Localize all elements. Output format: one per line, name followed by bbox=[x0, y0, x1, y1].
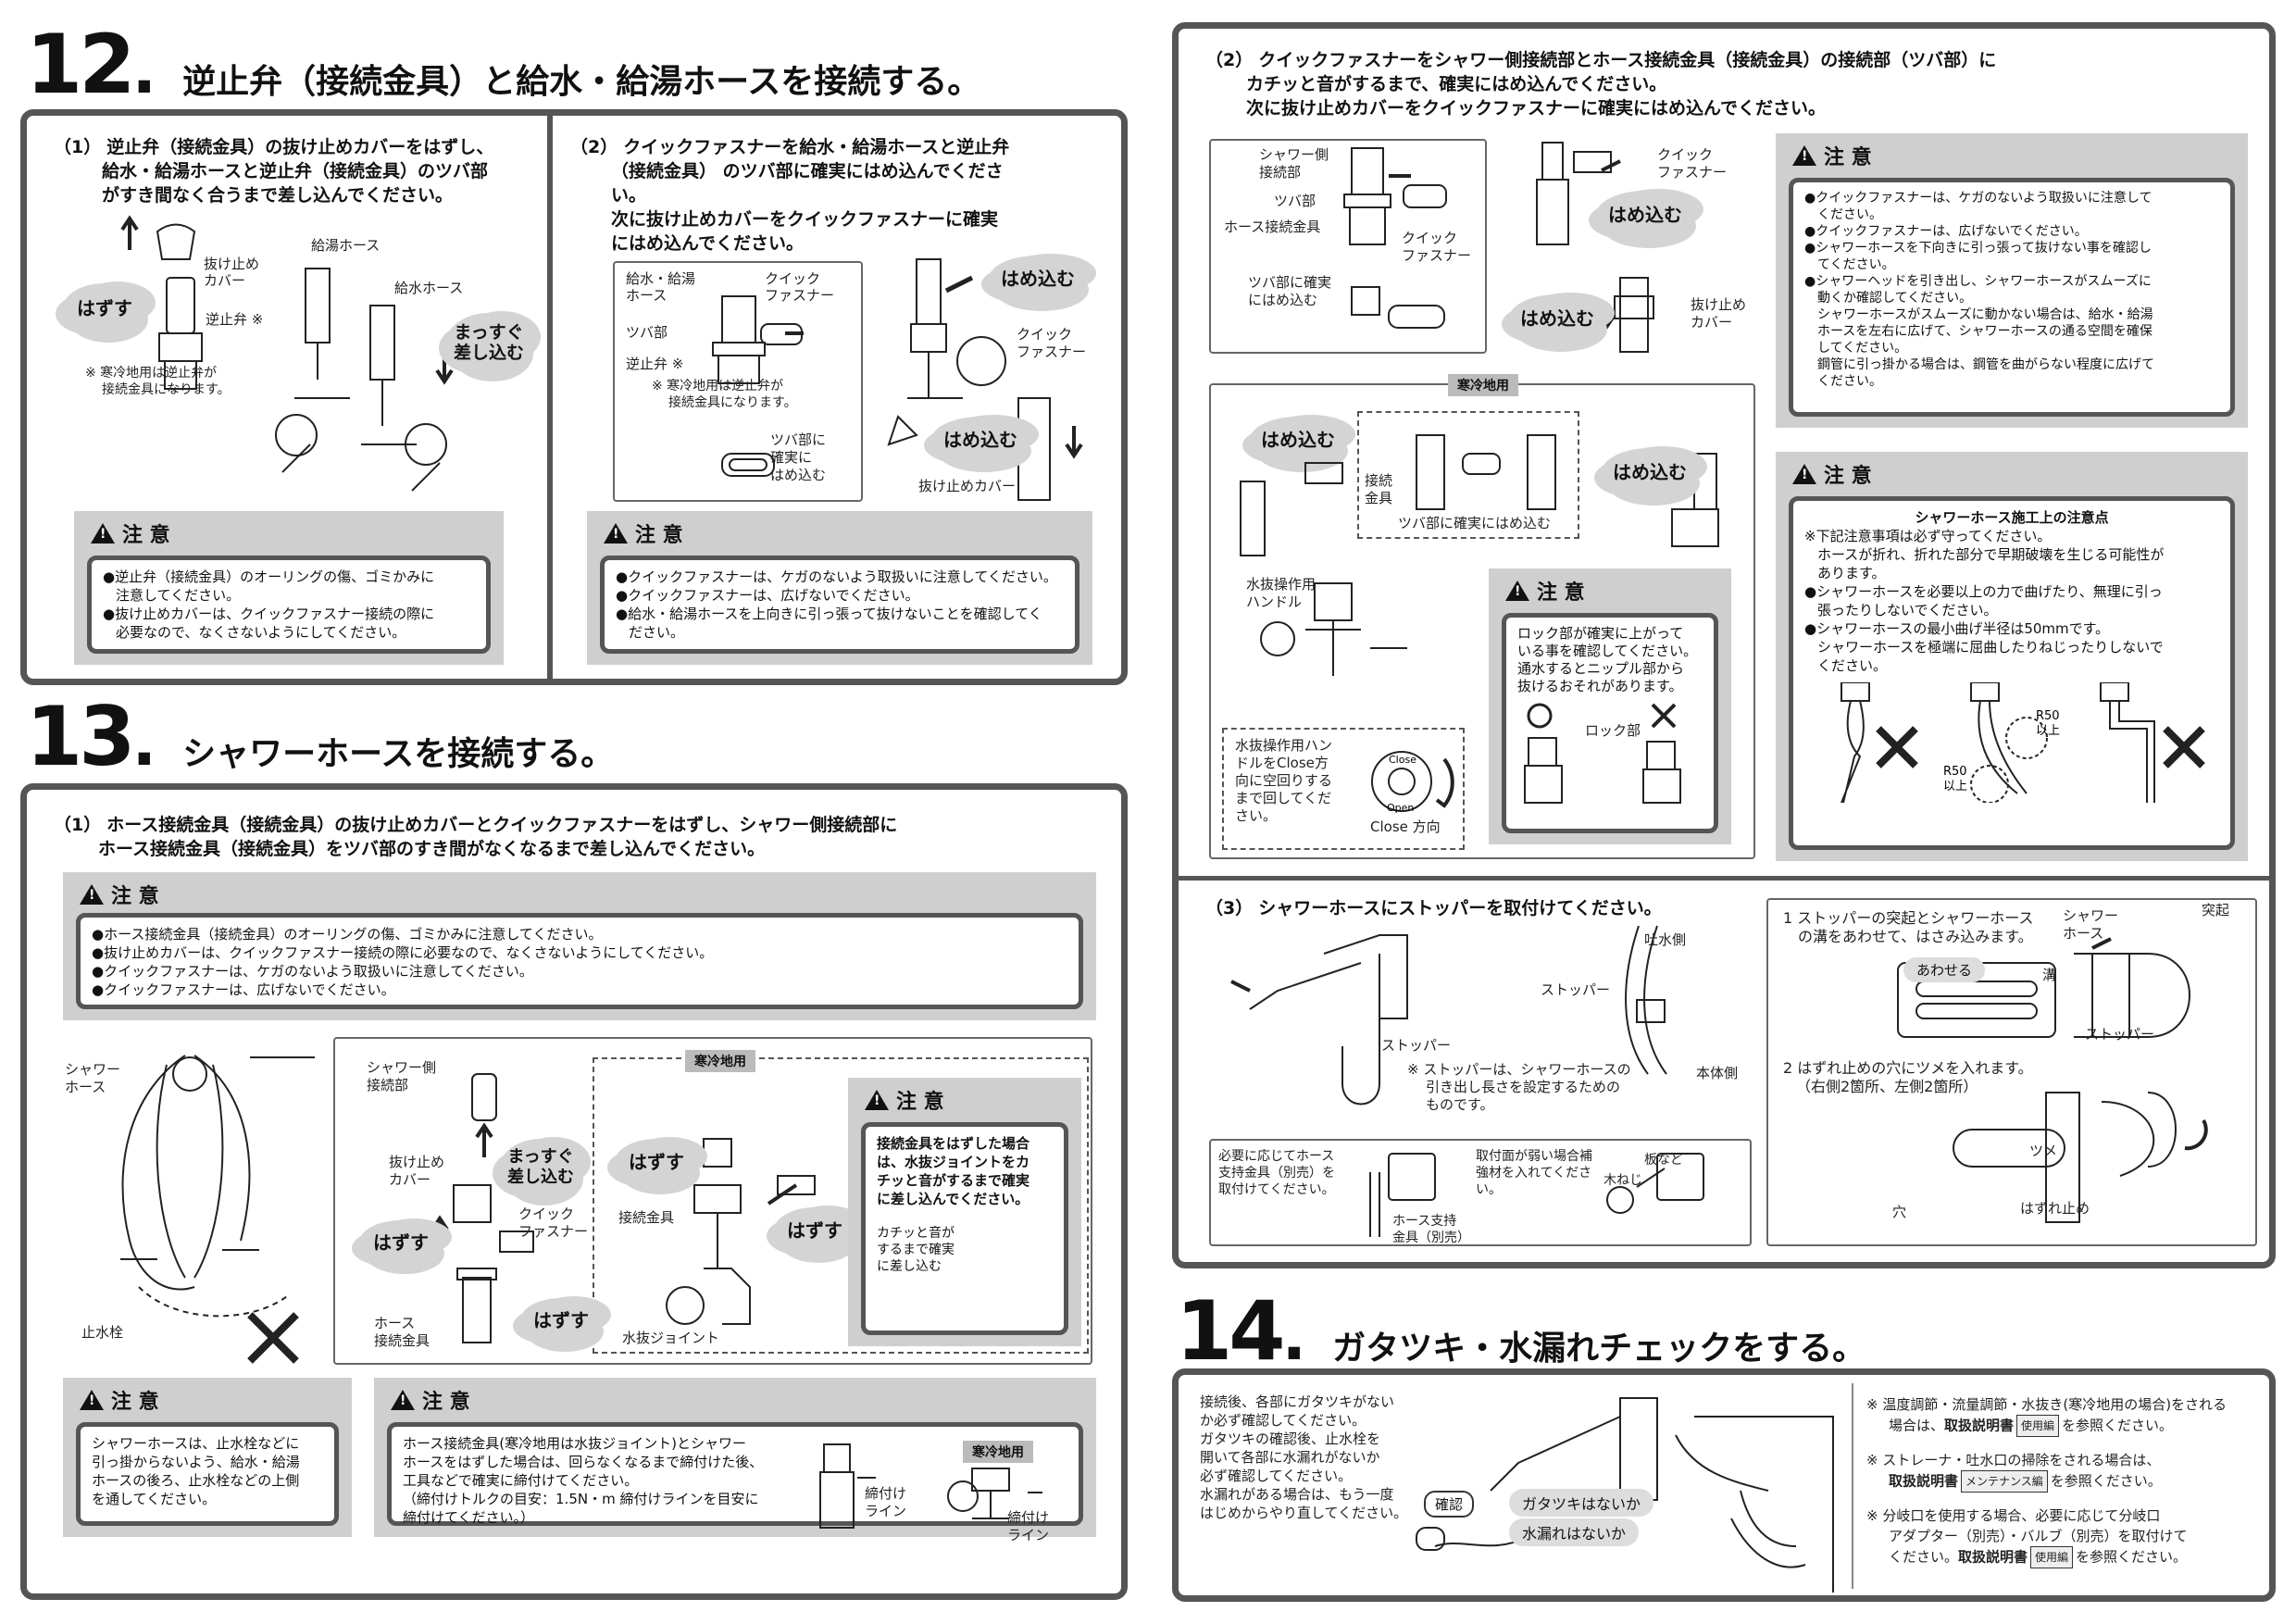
warning-icon: ! bbox=[1792, 145, 1816, 166]
warning-icon: ! bbox=[80, 1390, 104, 1410]
bend-radius-text-1a: R50 bbox=[2036, 709, 2060, 723]
bend-radius-text-2a: R50 bbox=[1943, 765, 1967, 779]
s13-caution-main: !注 意 ●ホース接続金具（接続金具）のオーリングの傷、ゴミかみに注意してくださ… bbox=[63, 872, 1096, 1020]
check-rattle-label: ガタツキはないか bbox=[1509, 1489, 1654, 1517]
r-cold-detail bbox=[1357, 411, 1579, 539]
r-stopper-steps-frame bbox=[1766, 898, 2257, 1246]
bend-radius-text-2b: 以上 bbox=[1943, 780, 1967, 793]
close-direction-dial: Close Open bbox=[1371, 751, 1454, 814]
s13-caution-side: !注 意 接続金具をはずした場合は、水抜ジョイントをカ チッと音がするまで確実に… bbox=[848, 1078, 1081, 1346]
s12-caution-2: !注 意 ●クイックファスナーは、ケガのないよう取扱いに注意してください。●クイ… bbox=[587, 511, 1092, 665]
warning-icon: ! bbox=[80, 884, 104, 905]
hose-support-illustration bbox=[1369, 1153, 1704, 1237]
r-detail-frame bbox=[1209, 139, 1487, 354]
bend-radius-illustration: R50 以上 R50 以上 bbox=[1841, 682, 2205, 803]
s13-step1-text: （1）ホース接続金具（接続金具）の抜け止めカバーとクイックファスナーをはずし、シ… bbox=[54, 815, 898, 859]
warning-icon: ! bbox=[391, 1390, 415, 1410]
section-number: 13 bbox=[26, 689, 135, 784]
s13-detail-frame bbox=[333, 1037, 1092, 1365]
r-caution-lock: !注 意 ロック部が確実に上がっている事を確認してください。 通水するとニップル… bbox=[1489, 568, 1731, 844]
section-12-heading: 12 . 逆止弁（接続金具）と給水・給湯ホースを接続する。 bbox=[26, 17, 981, 112]
section-number: 14 bbox=[1176, 1283, 1285, 1379]
r-step2-text: （2）クイックファスナーをシャワー側接続部とホース接続金具（接続金具）の接続部（… bbox=[1205, 50, 1997, 119]
section-14-heading: 14 . ガタツキ・水漏れチェックをする。 bbox=[1176, 1283, 1866, 1379]
s12-caution-1: !注 意 ●逆止弁（接続金具）のオーリングの傷、ゴミかみに注意してください。 ●… bbox=[74, 511, 504, 665]
warning-icon: ! bbox=[865, 1090, 889, 1110]
s14-faucet-illustration bbox=[1416, 1397, 1834, 1593]
r-step3-title: （3）シャワーホースにストッパーを取付けてください。 bbox=[1205, 898, 1662, 918]
s12-detail-frame bbox=[613, 261, 863, 502]
remove-badge: はずす bbox=[63, 283, 146, 333]
r-step2-detail bbox=[1343, 147, 1447, 329]
panel-divider bbox=[547, 113, 553, 681]
warning-icon: ! bbox=[1792, 464, 1816, 484]
section-14-panel bbox=[1172, 1368, 2276, 1602]
dial-open-text: Open bbox=[1387, 802, 1414, 814]
s13-connection-illustration bbox=[430, 1073, 534, 1343]
r-caution-quick: !注 意 ●クイックファスナーは、ケガのないよう取扱いに注意してください。 ●ク… bbox=[1776, 133, 2248, 428]
warning-icon: ! bbox=[1505, 581, 1529, 601]
section-title: ガタツキ・水漏れチェックをする。 bbox=[1332, 1330, 1866, 1368]
s14-instructions: 接続後、各部にガタツキがないか必ず確認してください。ガタツキの確認後、止水栓を … bbox=[1200, 1393, 1408, 1521]
bend-radius-text-1b: 以上 bbox=[2036, 724, 2060, 738]
r-step2-illustration bbox=[1536, 142, 1654, 353]
section-number: 12 bbox=[26, 17, 135, 112]
check-leak-label: 水漏れはないか bbox=[1509, 1518, 1640, 1546]
section-title: シャワーホースを接続する。 bbox=[182, 735, 615, 773]
s12-step2-illustration bbox=[887, 258, 1083, 501]
right-panel-divider bbox=[1178, 876, 2270, 881]
s13-tighten-illustration bbox=[819, 1443, 1042, 1529]
s12-step2-text: （2）クイックファスナーを給水・給湯ホースと逆止弁 （接続金具） のツバ部に確実… bbox=[570, 137, 1010, 254]
confirm-badge: 確認 bbox=[1424, 1491, 1475, 1518]
s12-step2-detail bbox=[712, 295, 804, 477]
r-handle-note-box bbox=[1222, 728, 1465, 850]
dial-close-text: Close bbox=[1389, 754, 1416, 766]
lock-ok-ng-illustration bbox=[1524, 703, 1681, 804]
r-caution-hose: !注 意 シャワーホース施工上の注意点 ※下記注意事項は必ず守ってください。ホー… bbox=[1776, 452, 2248, 861]
stopper-faucet-illustration bbox=[1230, 925, 1667, 1106]
s14-notes: ※ 温度調節・流量調節・水抜き(寒冷地用の場合)をされる 場合は、取扱説明書使用… bbox=[1866, 1394, 2227, 1568]
s13-cold-joint-illustration bbox=[666, 1138, 816, 1325]
section-title: 逆止弁（接続金具）と給水・給湯ホースを接続する。 bbox=[182, 63, 981, 101]
s13-shower-hose-illustration bbox=[120, 1055, 315, 1364]
s12-step1-illustration bbox=[120, 215, 454, 492]
push-straight-badge: まっすぐ差し込む bbox=[446, 313, 531, 372]
section-13-heading: 13 . シャワーホースを接続する。 bbox=[26, 689, 615, 784]
s12-step1-text: （1）逆止弁（接続金具）の抜け止めカバーをはずし、 給水・給湯ホースと逆止弁（接… bbox=[54, 137, 494, 206]
s13-caution-bottom-right: !注 意 ホース接続金具(寒冷地用は水抜ジョイント)とシャワーホースをはずした場… bbox=[374, 1378, 1096, 1537]
r-support-frame bbox=[1209, 1139, 1752, 1246]
cold-region-box bbox=[593, 1057, 1089, 1354]
warning-icon: ! bbox=[604, 523, 628, 543]
s13-caution-bottom-left: !注 意 シャワーホースは、止水栓などに引っ掛からないよう、給水・給湯 ホースの… bbox=[63, 1378, 352, 1537]
r-cold-illustration bbox=[1240, 434, 1719, 676]
stopper-steps-illustration bbox=[1897, 937, 2208, 1223]
warning-icon: ! bbox=[91, 523, 115, 543]
